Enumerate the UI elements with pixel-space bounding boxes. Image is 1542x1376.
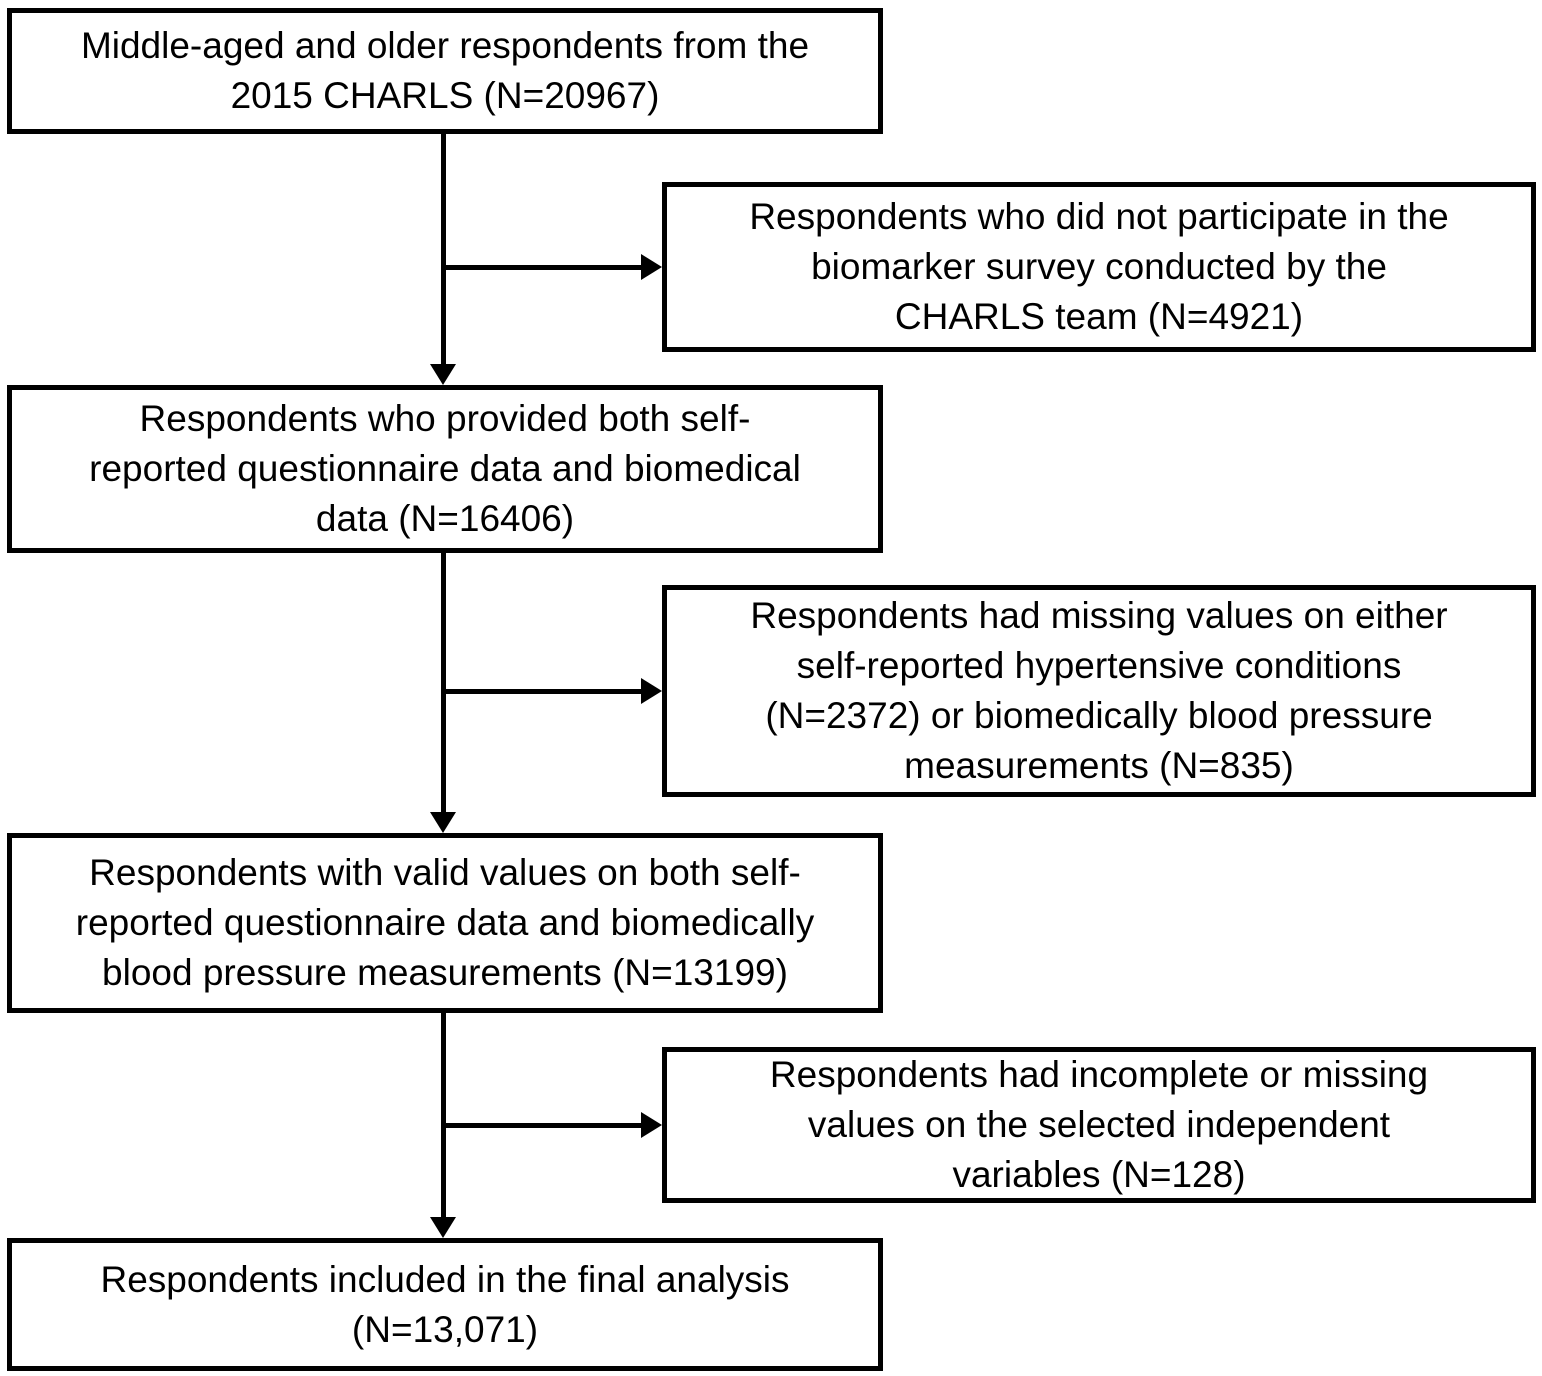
box-text-line: Respondents included in the final analys… bbox=[100, 1258, 790, 1300]
box-text-line: Respondents had missing values on either bbox=[750, 595, 1448, 636]
box-text-line: blood pressure measurements (N=13199) bbox=[102, 952, 788, 993]
box-valid-values: Respondents with valid values on both se… bbox=[7, 833, 883, 1013]
box-text-line: reported questionnaire data and biomedic… bbox=[89, 448, 801, 489]
box-questionnaire-and-biomedical: Respondents who provided both self- repo… bbox=[7, 385, 883, 553]
box-final-analysis: Respondents included in the final analys… bbox=[7, 1238, 883, 1371]
box-text-line: Respondents had incomplete or missing bbox=[769, 1054, 1429, 1095]
box-text-line: (N=2372) or biomedically blood pressure bbox=[765, 695, 1433, 736]
box-text-line: 2015 CHARLS (N=20967) bbox=[230, 75, 660, 116]
box-source-population: Middle-aged and older respondents from t… bbox=[7, 8, 883, 134]
box-excluded-no-biomarker-survey: Respondents who did not participate in t… bbox=[662, 182, 1536, 352]
connector-branch-2 bbox=[441, 689, 642, 694]
box-text-line: Respondents who provided both self- bbox=[139, 398, 751, 439]
box-text-line: (N=13,071) bbox=[351, 1308, 539, 1350]
box-text-line: CHARLS team (N=4921) bbox=[894, 296, 1304, 337]
box-text-line: measurements (N=835) bbox=[904, 745, 1294, 786]
connector-branch-3 bbox=[441, 1123, 642, 1128]
box-excluded-incomplete-independent-variables: Respondents had incomplete or missing va… bbox=[662, 1047, 1536, 1203]
arrow-down-icon bbox=[430, 812, 456, 833]
box-text-line: biomarker survey conducted by the bbox=[811, 246, 1387, 287]
box-text-line: values on the selected independent bbox=[807, 1104, 1391, 1145]
arrow-down-icon bbox=[430, 364, 456, 385]
box-text-line: Respondents who did not participate in t… bbox=[749, 196, 1449, 237]
connector-branch-1 bbox=[441, 265, 642, 270]
box-text-line: reported questionnaire data and biomedic… bbox=[75, 902, 815, 943]
arrow-right-icon bbox=[641, 1112, 662, 1138]
box-text-line: Middle-aged and older respondents from t… bbox=[80, 25, 810, 66]
box-text-line: data (N=16406) bbox=[315, 498, 575, 539]
arrow-right-icon bbox=[641, 678, 662, 704]
arrow-down-icon bbox=[430, 1217, 456, 1238]
box-text-line: self-reported hypertensive conditions bbox=[796, 645, 1402, 686]
box-text-line: variables (N=128) bbox=[952, 1154, 1246, 1195]
connector-vertical-1 bbox=[441, 134, 446, 380]
box-text-line: Respondents with valid values on both se… bbox=[89, 852, 801, 893]
arrow-right-icon bbox=[641, 254, 662, 280]
box-excluded-missing-hypertension-or-bp: Respondents had missing values on either… bbox=[662, 585, 1536, 797]
